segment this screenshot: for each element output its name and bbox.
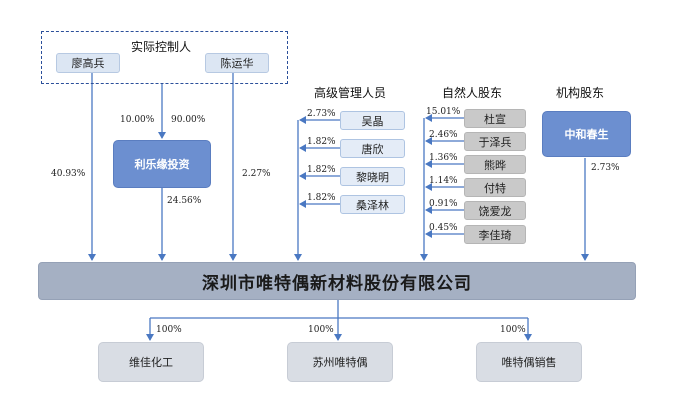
pct-mgmt-2: 1.82% xyxy=(307,165,336,175)
subsidiary-weijia: 维佳化工 xyxy=(98,342,204,382)
mgmt-sangzelin: 桑泽林 xyxy=(340,195,405,214)
natural-raoailong: 饶爱龙 xyxy=(464,201,526,220)
pct-chen-main: 2.27% xyxy=(242,169,271,179)
subsidiary-suzhou: 苏州唯特偶 xyxy=(287,342,393,382)
pct-mgmt-3: 1.82% xyxy=(307,193,336,203)
subsidiary-sales: 唯特偶销售 xyxy=(476,342,582,382)
natural-yuzebing: 于泽兵 xyxy=(464,132,526,151)
controller-group xyxy=(41,31,288,84)
person-liao: 廖高兵 xyxy=(56,53,120,73)
pct-natural-2: 1.36% xyxy=(429,153,458,163)
mgmt-tangxin: 唐欣 xyxy=(340,139,405,158)
pct-institution: 2.73% xyxy=(591,163,620,173)
pct-liao-holding: 10.00% xyxy=(120,115,155,125)
natural-duxuan: 杜宣 xyxy=(464,109,526,128)
controller-title: 实际控制人 xyxy=(131,40,192,54)
mgmt-lixiaoming: 黎晓明 xyxy=(340,167,405,186)
pct-natural-5: 0.45% xyxy=(429,223,458,233)
pct-sub-1: 100% xyxy=(308,325,334,335)
person-chen: 陈运华 xyxy=(205,53,269,73)
natural-lijiaqi: 李佳琦 xyxy=(464,225,526,244)
pct-mgmt-0: 2.73% xyxy=(307,109,336,119)
pct-natural-1: 2.46% xyxy=(429,130,458,140)
pct-sub-2: 100% xyxy=(500,325,526,335)
pct-natural-4: 0.91% xyxy=(429,199,458,209)
mgmt-wujing: 吴晶 xyxy=(340,111,405,130)
institution-title: 机构股东 xyxy=(556,86,605,100)
natural-fute: 付特 xyxy=(464,178,526,197)
natural-title: 自然人股东 xyxy=(442,86,503,100)
natural-xiongye: 熊晔 xyxy=(464,155,526,174)
institution-zhonghechunsheng: 中和春生 xyxy=(542,111,631,157)
pct-chen-holding: 90.00% xyxy=(171,115,206,125)
pct-natural-3: 1.14% xyxy=(429,176,458,186)
holding-company: 利乐缘投资 xyxy=(113,140,211,188)
main-company: 深圳市唯特偶新材料股份有限公司 xyxy=(38,262,636,300)
pct-holding-main: 24.56% xyxy=(167,196,202,206)
pct-natural-0: 15.01% xyxy=(426,107,461,117)
pct-mgmt-1: 1.82% xyxy=(307,137,336,147)
pct-sub-0: 100% xyxy=(156,325,182,335)
management-title: 高级管理人员 xyxy=(314,86,387,100)
pct-liao-main: 40.93% xyxy=(51,169,86,179)
